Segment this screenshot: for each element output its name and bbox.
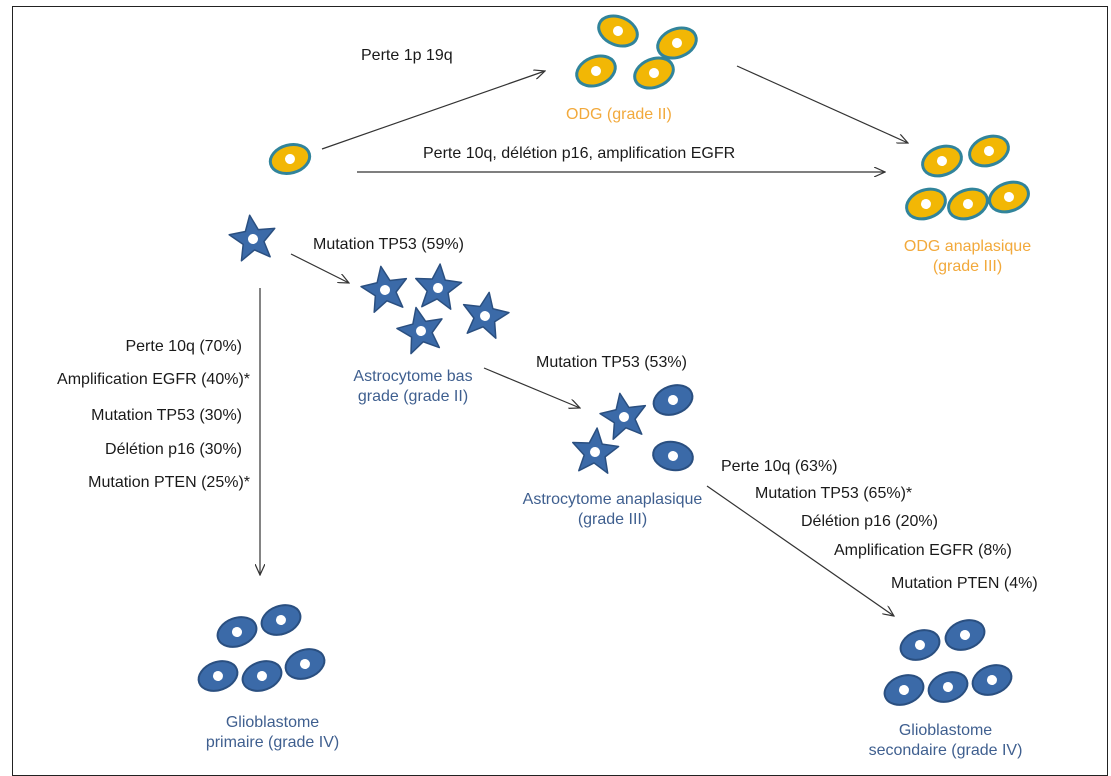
primary-alteration-item: Mutation PTEN (25%)* xyxy=(88,474,250,491)
node-gbm-primaire: Glioblastome primaire (grade IV) xyxy=(205,714,340,751)
primary-alteration-item: Perte 10q (70%) xyxy=(125,338,242,355)
node-astro-bas-grade: Astrocytome bas grade (grade II) xyxy=(353,368,473,405)
node-gbm-secondaire: Glioblastome secondaire (grade IV) xyxy=(868,722,1023,759)
precursor-astro-cell-icon xyxy=(226,211,280,263)
arrow-odg-to-anaplasique xyxy=(736,65,908,143)
arrow-to-odg-grade2 xyxy=(321,71,545,150)
primary-alteration-item: Délétion p16 (30%) xyxy=(105,441,242,458)
secondary-alteration-item: Mutation PTEN (4%) xyxy=(891,575,1038,592)
node-odg-grade2: ODG (grade II) xyxy=(566,106,672,123)
arrow-to-astro-bas-grade xyxy=(290,253,349,283)
label-perte-10q-path: Perte 10q, délétion p16, amplification E… xyxy=(423,145,736,162)
label-mutation-tp53-59: Mutation TP53 (59%) xyxy=(313,236,464,253)
arrow-to-astro-anaplasique xyxy=(483,367,580,408)
secondary-alteration-item: Délétion p16 (20%) xyxy=(801,513,938,530)
node-astro-anaplasique: Astrocytome anaplasique (grade III) xyxy=(522,491,703,528)
secondary-alteration-item: Perte 10q (63%) xyxy=(721,458,838,475)
secondary-alteration-item: Amplification EGFR (8%) xyxy=(834,542,1012,559)
astro-anaplasique-cells-icon xyxy=(569,379,698,475)
astro-bas-grade-cells-icon xyxy=(357,261,513,357)
gbm-primaire-cells-icon xyxy=(193,599,330,697)
primary-alteration-item: Mutation TP53 (30%) xyxy=(91,407,242,424)
label-perte-1p19q: Perte 1p 19q xyxy=(361,47,453,64)
odg-grade2-cells-icon xyxy=(570,9,703,95)
odg-anaplasique-cells-icon xyxy=(900,129,1035,226)
secondary-alteration-item: Mutation TP53 (65%)* xyxy=(755,485,913,502)
gbm-secondaire-cells-icon xyxy=(879,614,1017,711)
node-odg-anaplasique: ODG anaplasique (grade III) xyxy=(903,238,1032,275)
precursor-odg-cell-icon xyxy=(265,138,315,180)
arrow-to-gbm-secondaire xyxy=(706,485,894,616)
primary-alteration-item: Amplification EGFR (40%)* xyxy=(57,371,250,388)
label-mutation-tp53-53: Mutation TP53 (53%) xyxy=(536,354,687,371)
